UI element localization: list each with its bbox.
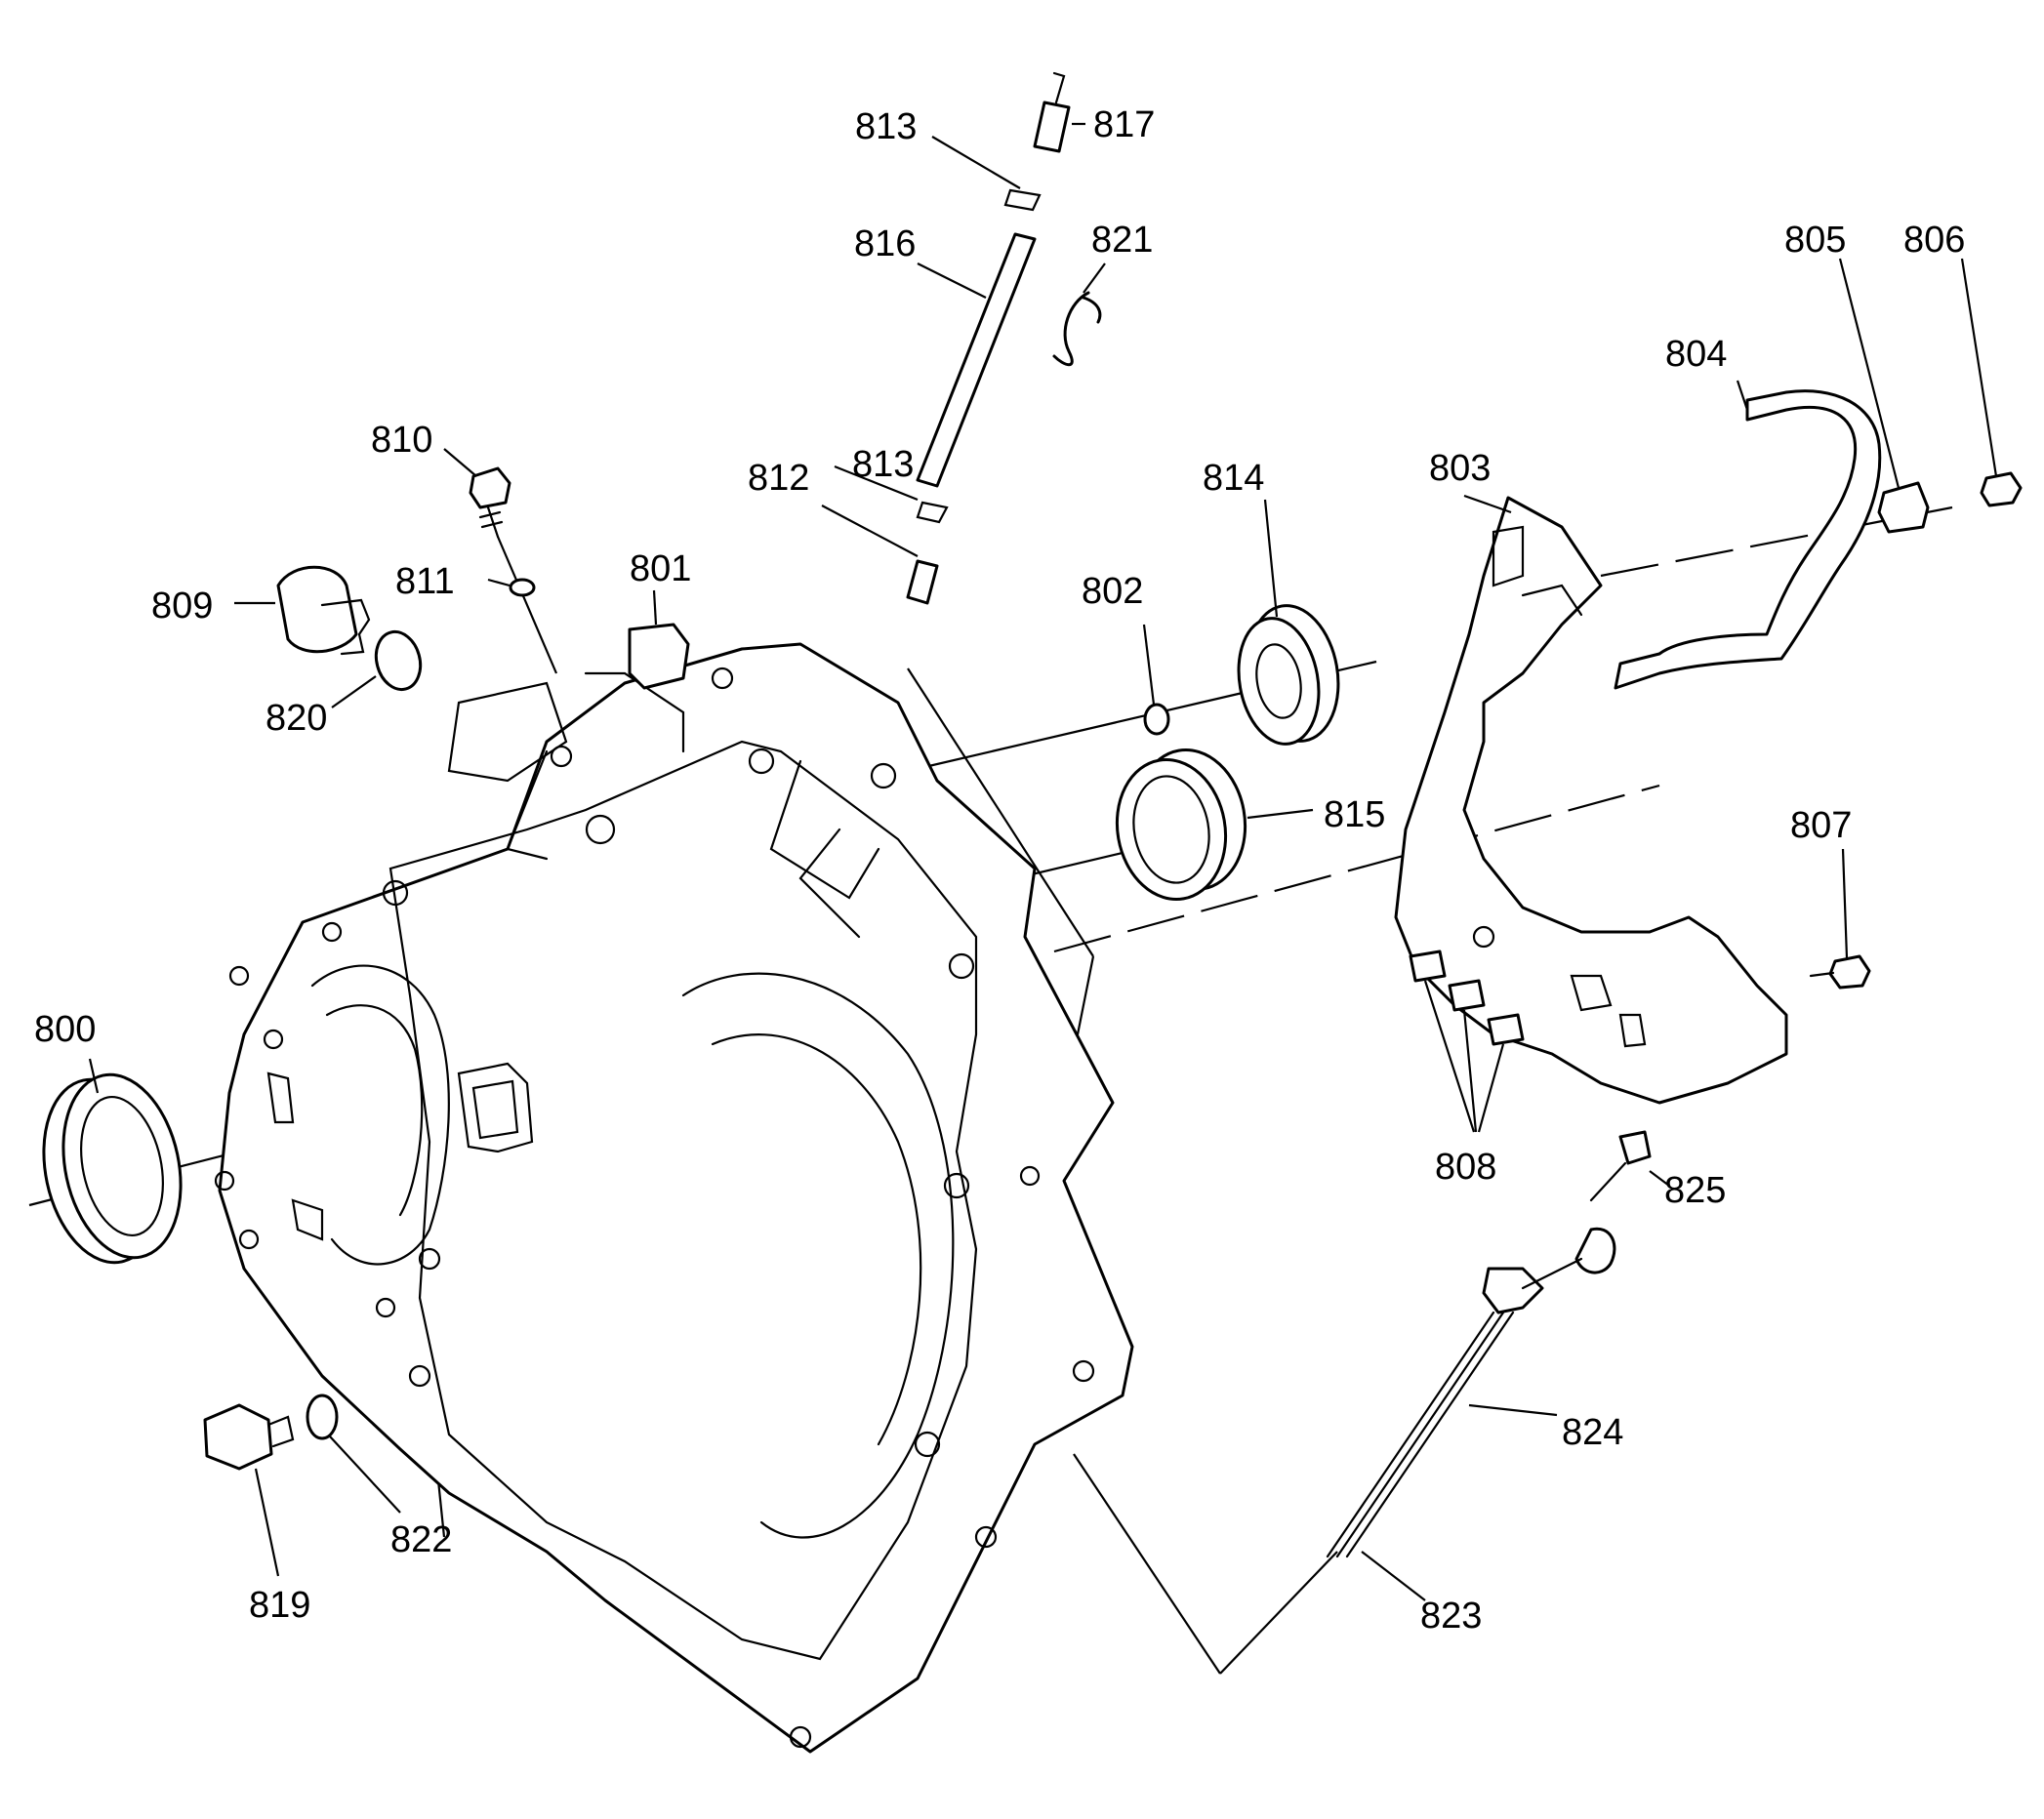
part-800-seal: 800 <box>34 1009 183 1265</box>
part-805-bracket: 805 <box>1784 220 1930 534</box>
part-817-seal: 815 <box>1115 748 1385 902</box>
callout-803: 803 <box>1429 448 1491 489</box>
transaxle-case <box>214 642 1134 1754</box>
callout-819: 819 <box>249 1585 310 1626</box>
part-819-drain-bolt: 819 <box>203 1403 310 1626</box>
callout-801: 801 <box>630 548 691 589</box>
part-809-plug: 809 <box>151 565 371 656</box>
part-804-pipe: 804 <box>1614 334 1882 690</box>
part-811-washer: 811 <box>395 561 536 602</box>
part-802-o-ring: 802 <box>1082 571 1170 736</box>
callout-802: 802 <box>1082 571 1143 612</box>
callout-805: 805 <box>1784 220 1846 261</box>
part-806-nut: 806 <box>1903 220 2023 507</box>
part-816-bearing: 814 <box>1203 458 1340 746</box>
callout-816: 814 <box>1203 458 1264 499</box>
callout-806: 806 <box>1903 220 1965 261</box>
part-807-bolt: 807 <box>1790 805 1871 990</box>
callout-808: 808 <box>1435 1147 1496 1188</box>
part-812-815-tube-assembly: 812 813 816 813 817 <box>748 71 1155 605</box>
part-803-heat-shield: 803 <box>1394 448 1788 1105</box>
callout-813-upper: 813 <box>855 106 917 147</box>
callout-807: 807 <box>1790 805 1852 846</box>
callout-800: 800 <box>34 1009 96 1050</box>
callout-817: 815 <box>1324 794 1385 835</box>
part-821-o-ring: 820 <box>266 629 423 739</box>
part-810-bolt: 810 <box>371 420 558 674</box>
callout-821: 820 <box>266 698 327 739</box>
callout-804: 804 <box>1665 334 1727 375</box>
callout-810: 810 <box>371 420 432 461</box>
callout-814: 816 <box>854 223 916 264</box>
callout-813-lower: 813 <box>852 444 914 485</box>
callout-811: 811 <box>395 561 455 602</box>
callout-824: 824 <box>1562 1412 1623 1453</box>
callout-809: 809 <box>151 586 213 627</box>
callout-812: 812 <box>748 458 809 499</box>
part-801-bracket: 801 <box>628 548 691 690</box>
callout-825: 825 <box>1664 1170 1726 1211</box>
callout-815: 817 <box>1093 104 1155 145</box>
part-820-washer: 822 <box>306 1394 452 1560</box>
part-822-clip: 821 <box>1052 220 1153 367</box>
callout-822: 821 <box>1091 220 1153 261</box>
part-808-pads: 808 <box>1409 950 1525 1188</box>
part-823-825-dipstick-assembly: 824 823 825 <box>1326 1130 1726 1637</box>
callout-820: 822 <box>390 1519 452 1560</box>
callout-823: 823 <box>1420 1596 1482 1637</box>
